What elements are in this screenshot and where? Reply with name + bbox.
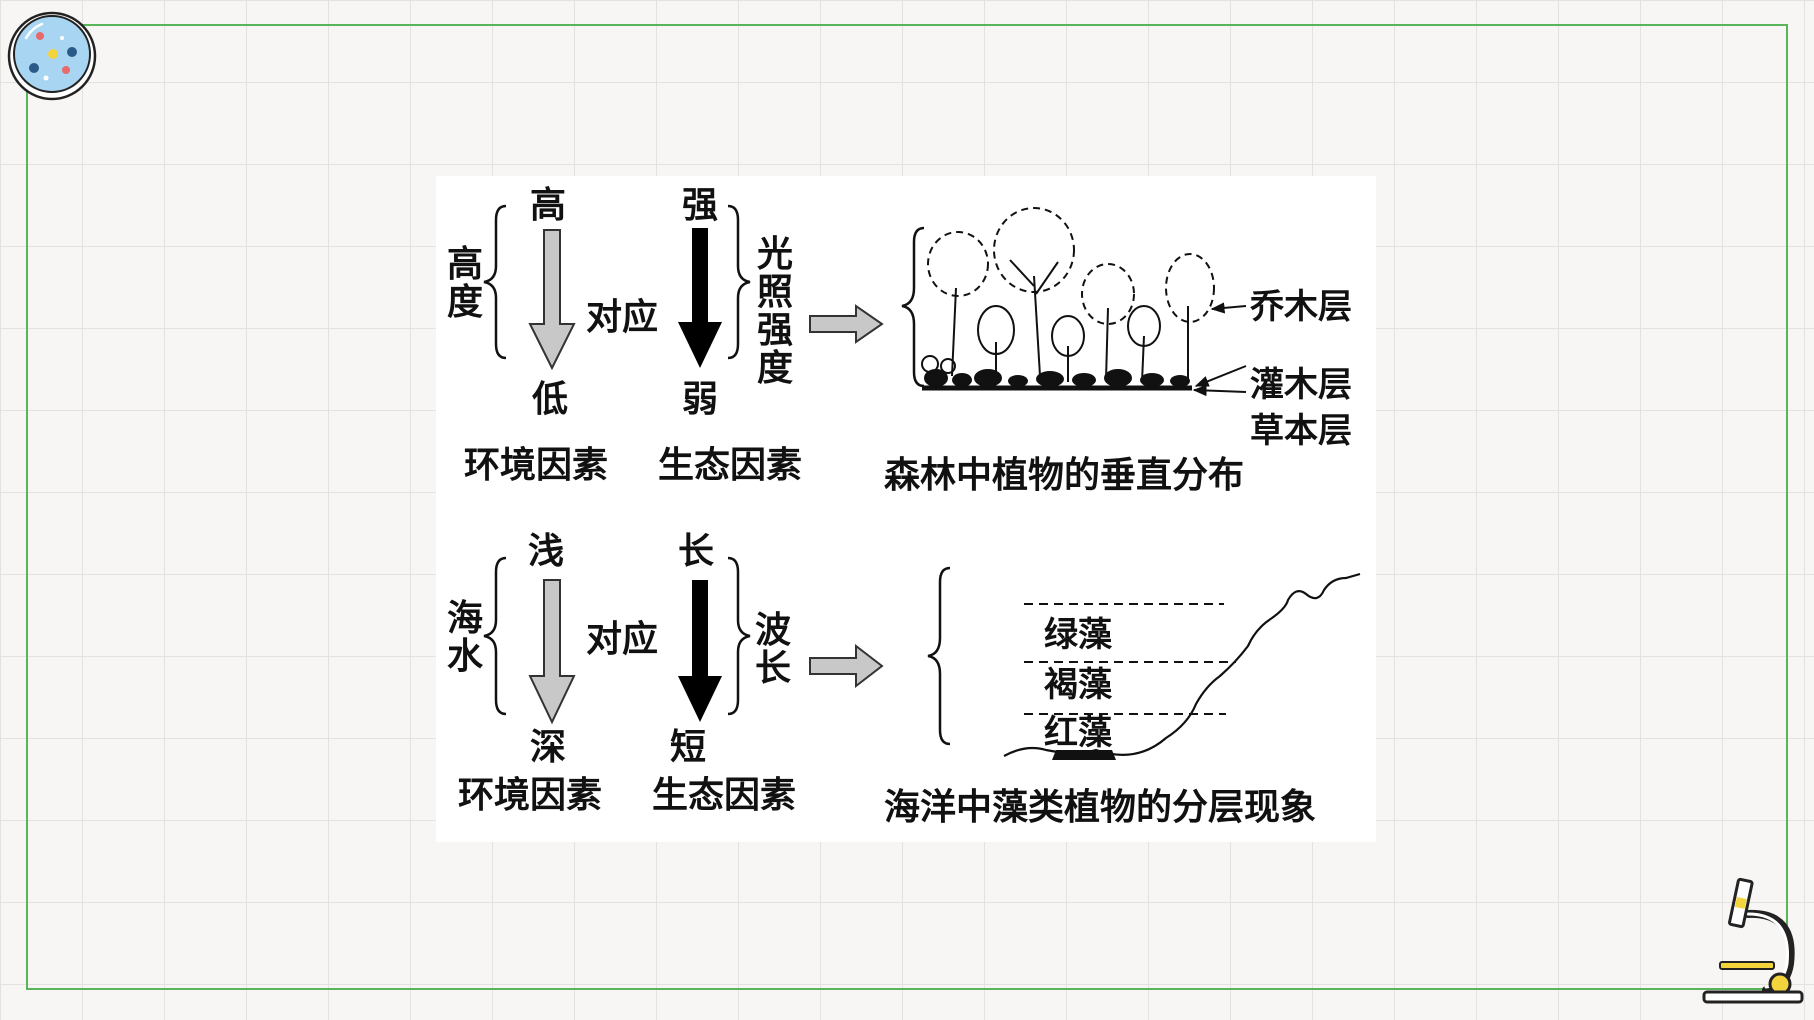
label-env-high-forest: 高 — [530, 185, 567, 226]
label-eco-factor-forest: 光照强度 — [756, 234, 793, 389]
label-shrub-layer: 灌木层 — [1250, 365, 1352, 405]
caption-eco-ocean: 生态因素 — [652, 775, 797, 816]
label-eco-low-ocean: 短 — [670, 727, 707, 768]
label-env-high-ocean: 浅 — [528, 531, 565, 572]
brace-env-ocean — [483, 556, 507, 716]
label-tree-layer: 乔木层 — [1250, 287, 1352, 327]
forest-illustration — [921, 207, 1215, 391]
arrow-env-forest — [528, 229, 576, 371]
caption-forest: 森林中植物的垂直分布 — [884, 455, 1245, 496]
label-herb-layer: 草本层 — [1250, 411, 1352, 451]
label-eco-low-forest: 弱 — [682, 379, 719, 420]
arrow-eco-forest — [678, 228, 722, 368]
microscope-icon — [1702, 877, 1804, 1004]
caption-env-ocean: 环境因素 — [458, 775, 603, 816]
brace-env-forest — [483, 204, 507, 360]
label-env-low-forest: 低 — [532, 379, 569, 420]
label-eco-high-forest: 强 — [682, 185, 719, 226]
brace-forest — [901, 226, 925, 388]
caption-ocean: 海洋中藻类植物的分层现象 — [884, 787, 1317, 828]
label-env-factor-ocean: 海水 — [446, 598, 483, 677]
brace-eco-ocean — [727, 556, 751, 716]
label-eco-high-ocean: 长 — [678, 531, 715, 572]
diagram-graphics — [483, 204, 1361, 760]
label-correspond-ocean: 对应 — [586, 619, 659, 660]
label-green-algae: 绿藻 — [1044, 615, 1112, 655]
caption-env-forest: 环境因素 — [464, 445, 609, 486]
slide-frame — [26, 24, 1788, 990]
brace-ocean — [927, 566, 951, 746]
petri-dish-icon — [7, 11, 97, 101]
label-eco-factor-ocean: 波长 — [754, 610, 791, 689]
forest-section — [483, 204, 1247, 397]
label-correspond-forest: 对应 — [586, 297, 659, 338]
label-env-low-ocean: 深 — [530, 727, 567, 768]
arrow-eco-ocean — [678, 580, 722, 722]
label-brown-algae: 褐藻 — [1044, 665, 1112, 705]
label-red-algae: 红藻 — [1044, 713, 1112, 753]
brace-eco-forest — [727, 204, 751, 360]
arrow-env-ocean — [528, 579, 576, 725]
ocean-section — [483, 556, 1361, 760]
arrow-to-ocean — [809, 643, 884, 689]
caption-eco-forest: 生态因素 — [658, 445, 803, 486]
layering-diagram: 高 低 高度 对应 强 弱 光照强度 环境因素 生态因素 乔木层 灌木层 草本层… — [436, 176, 1376, 842]
pointer-shrub-layer — [1194, 365, 1247, 387]
pointer-herb-layer — [1192, 384, 1247, 397]
arrow-to-forest — [809, 304, 884, 344]
label-env-factor-forest: 高度 — [446, 244, 483, 323]
pointer-tree-layer — [1210, 302, 1247, 314]
